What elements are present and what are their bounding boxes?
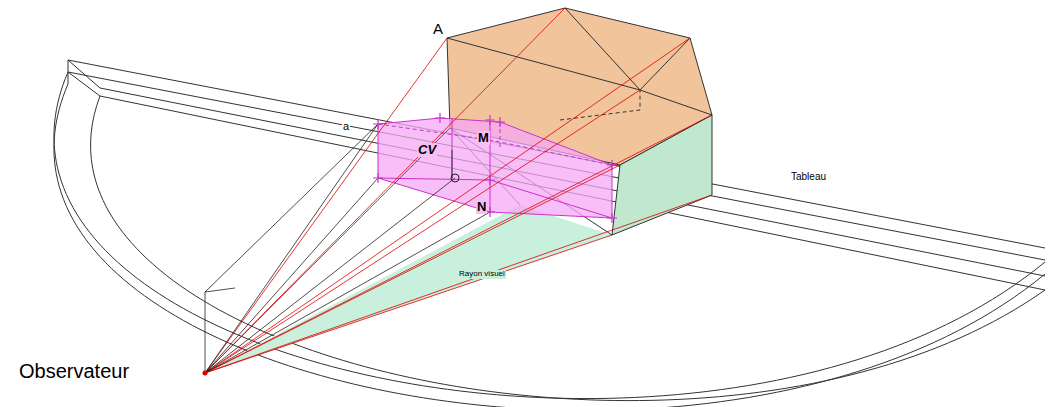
point-label: N <box>476 200 487 214</box>
plane-label: Tableau <box>790 171 827 182</box>
point-label: A <box>432 21 444 38</box>
label-holder: Observateur <box>18 360 130 382</box>
label-holder: a <box>342 116 350 134</box>
ray-label: Rayon visuel <box>458 270 506 279</box>
projection-edge <box>378 118 612 218</box>
tableau-edge <box>68 60 100 96</box>
label-holder: A <box>432 20 444 38</box>
object-edge <box>447 8 712 115</box>
projection-edge <box>378 122 612 165</box>
projection-edges <box>378 118 612 218</box>
point-label: CV <box>417 143 437 157</box>
point-marker <box>373 113 617 223</box>
observer-post <box>205 124 378 373</box>
object-side-face <box>612 115 712 235</box>
label-holder: Tableau <box>790 166 827 184</box>
observer-rays <box>205 124 490 373</box>
principal-ray <box>205 124 490 373</box>
visual-rays <box>205 8 712 373</box>
observer-eye <box>203 371 208 376</box>
label-holder: N <box>476 197 487 215</box>
label-holder: CV <box>417 140 437 158</box>
visual-ray <box>205 8 712 373</box>
point-label: M <box>477 131 490 145</box>
label-holder: Rayon visuel <box>458 262 506 280</box>
projection-on-tableau <box>378 118 612 218</box>
observer-label: Observateur <box>18 360 130 382</box>
central-point <box>451 174 459 182</box>
cv-axis <box>452 150 453 178</box>
point-label: a <box>342 120 350 132</box>
label-holder: M <box>477 128 490 146</box>
hidden-edge <box>560 90 640 120</box>
projection-markers <box>373 113 617 223</box>
